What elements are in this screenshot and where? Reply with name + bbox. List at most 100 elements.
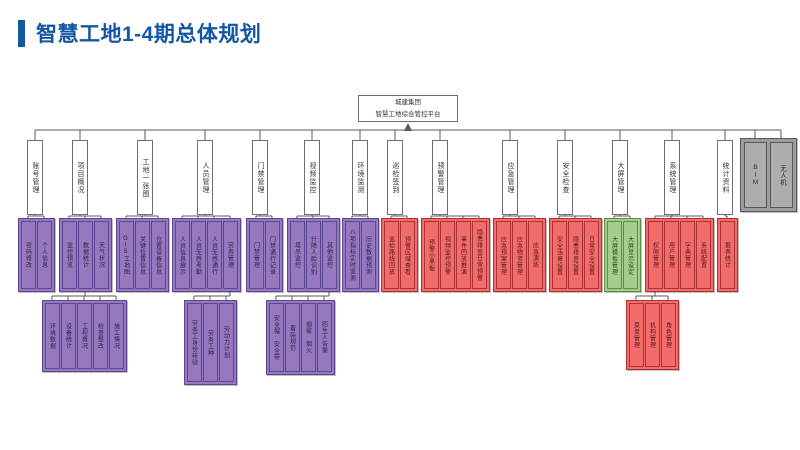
branch-node-环境监测: 环境监测 (352, 140, 368, 215)
extra-box-BIM: BIM (744, 142, 767, 208)
branch-node-巡检签到: 巡检签到 (387, 140, 403, 215)
leaf-box: 大屏模板管理 (606, 221, 622, 289)
leaf-box: 巡检路线回放 (383, 221, 399, 289)
账号管理-cluster: 密码修改个人信息 (17, 218, 55, 292)
leaf-box: 天气状况 (93, 221, 109, 289)
leaf-label: 应急物资管理 (515, 235, 522, 275)
leaf-box: 机构管理 (644, 303, 660, 367)
branch-label: 统计资料 (722, 161, 729, 194)
leaf-label: 人员无感考勤 (194, 235, 201, 275)
leaf-box: 施工情况 (108, 303, 124, 369)
leaf-box: 关键位置信息 (134, 221, 150, 289)
leaf-box: 安全帽·安全带 (268, 303, 284, 372)
leaf-box: 升降人脸识别 (305, 221, 321, 289)
leaf-label: 塔吊监控 (293, 242, 300, 268)
leaf-box: 劳务工种 (202, 303, 218, 382)
branch-node-安全检查: 安全检查 (557, 140, 573, 215)
root-node: 城建集团 智慧工地综合管控平台 (358, 95, 458, 122)
leaf-label: 菜单管理 (632, 322, 639, 348)
leaf-label: 烟雾·烟火 (304, 321, 311, 354)
leaf-box: 大屏显示设定 (622, 221, 638, 289)
leaf-box: 监控预览 (61, 221, 77, 289)
人员管理-sub-cluster: 劳务工身份核验劳务工种劳动力计划 (183, 300, 237, 385)
leaf-box: 预警小黑板 (423, 221, 439, 289)
extra-box-无人机: 无人机 (770, 142, 793, 208)
leaf-box: 门禁通行记录 (264, 221, 280, 289)
extra-label: 无人机 (778, 164, 786, 186)
branch-label: 环境监测 (357, 161, 364, 194)
branch-label: 门禁管理 (257, 161, 264, 194)
leaf-box: 密码修改 (20, 221, 36, 289)
leaf-label: 角色管理 (664, 322, 671, 348)
bim-drone-group: BIM 无人机 (740, 138, 797, 212)
root-node-line1: 城建集团 (395, 99, 421, 106)
大屏管理-cluster: 大屏模板管理大屏显示设定 (603, 218, 641, 292)
leaf-box: 塔吊监控 (289, 221, 305, 289)
leaf-label: 报表统计 (723, 242, 730, 268)
leaf-label: 升降人脸识别 (309, 235, 316, 275)
leaf-label: 人员无感通行 (210, 235, 217, 275)
leaf-label: 巡检路线回放 (387, 235, 394, 275)
leaf-box: 隐患排查日常预警 (471, 221, 487, 289)
leaf-box: 工程概况 (76, 303, 92, 369)
branch-label: 工地一张图 (142, 157, 149, 198)
视频监控-sub-cluster: 安全帽·安全带着装规范烟雾·烟火陌生人告警 (265, 300, 335, 375)
title-accent-bar (18, 19, 25, 47)
leaf-box: 用户管理 (663, 221, 679, 289)
门禁管理-cluster: 门禁管理 门禁通行记录 (245, 218, 283, 292)
branch-label: 人员管理 (202, 161, 209, 194)
leaf-box: 检查整改 (92, 303, 108, 369)
leaf-box: 环境数据 (44, 303, 60, 369)
leaf-box: 日常安全设置 (583, 221, 599, 289)
leaf-label: 大屏模板管理 (610, 235, 617, 275)
工地一张图-cluster: GIS工地图关键位置信息位置设备信息 (115, 218, 169, 292)
leaf-label: 工程概况 (80, 323, 87, 349)
leaf-label: 设备统计 (64, 323, 71, 349)
项目概况-cluster: 监控预览数据统计天气状况 (58, 218, 112, 292)
leaf-label: 位置设备信息 (154, 235, 161, 275)
branch-label: 项目概况 (77, 161, 84, 194)
leaf-box: 陌生人告警 (316, 303, 332, 372)
branch-label: 视频监控 (309, 161, 316, 194)
leaf-label: 其他监控 (325, 242, 332, 268)
extra-label: BIM (752, 163, 759, 187)
leaf-label: 劳务工身份核验 (190, 319, 197, 366)
branch-node-大屏管理: 大屏管理 (612, 140, 628, 215)
leaf-box: 报表统计 (719, 221, 735, 289)
branch-node-门禁管理: 门禁管理 (252, 140, 268, 215)
leaf-label: 环境数据 (48, 323, 55, 349)
巡检签到-cluster: 巡检路线回放预警区域查看 (380, 218, 418, 292)
leaf-label: 个人信息 (40, 242, 47, 268)
branch-node-预警管理: 预警管理 (432, 140, 448, 215)
leaf-box: 事件回放推演 (455, 221, 471, 289)
leaf-label: 门禁管理 (252, 242, 259, 268)
branch-node-系统管理: 系统管理 (664, 140, 680, 215)
root-arrow-icon (404, 123, 412, 131)
leaf-box: 安全违章设置 (551, 221, 567, 289)
branch-node-统计资料: 统计资料 (717, 140, 733, 215)
branch-node-账号管理: 账号管理 (27, 140, 43, 215)
leaf-label: 系统配置 (699, 242, 706, 268)
leaf-box: 角色管理 (660, 303, 676, 367)
leaf-box: 八项指标实时监测 (344, 221, 360, 289)
安全检查-cluster: 安全违章设置隐患排查设置日常安全设置 (548, 218, 602, 292)
leaf-label: 视频监控预警 (443, 235, 450, 275)
leaf-box: 预警区域查看 (399, 221, 415, 289)
leaf-label: 门禁通行记录 (268, 235, 275, 275)
branch-node-应急管理: 应急管理 (502, 140, 518, 215)
leaf-box: 历史数据预测 (360, 221, 376, 289)
leaf-box: 视频监控预警 (439, 221, 455, 289)
视频监控-cluster: 塔吊监控 升降人脸识别 其他监控 (286, 218, 340, 292)
leaf-label: 安全帽·安全带 (272, 314, 279, 361)
人员管理-cluster: 人员信息展示人员无感考勤人员无感通行劳务管理 (171, 218, 241, 292)
leaf-label: 日常安全设置 (587, 235, 594, 275)
leaf-box: GIS工地图 (118, 221, 134, 289)
leaf-box: 应急物资管理 (511, 221, 527, 289)
leaf-label: 监控预览 (65, 242, 72, 268)
leaf-label: 人员信息展示 (178, 235, 185, 275)
branch-node-工地一张图: 工地一张图 (137, 140, 153, 215)
leaf-label: 预警小黑板 (427, 238, 434, 272)
leaf-label: 字典管理 (683, 242, 690, 268)
